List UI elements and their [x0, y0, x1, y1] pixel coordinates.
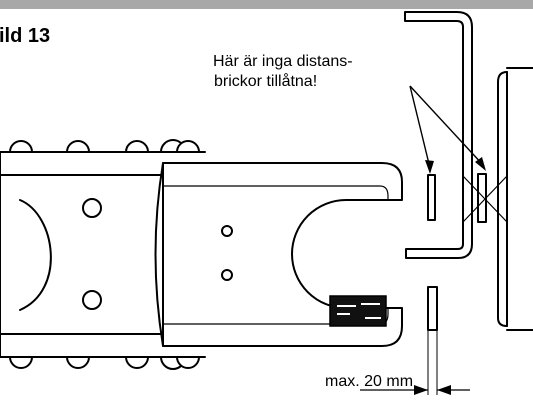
note-line-1: Här är inga distans-: [213, 53, 353, 70]
frame-hole: [82, 290, 102, 310]
cross-lines: [462, 175, 508, 223]
dimension-label: max. 20 mm: [325, 373, 413, 390]
leader-arrows: [409, 85, 486, 174]
bracket-hole: [221, 225, 233, 237]
u-channel: [404, 11, 473, 259]
bolt-heads-top: [9, 139, 200, 153]
frame-cutout-arc: [19, 199, 52, 311]
label-plate: [329, 295, 387, 327]
bracket-hole: [221, 269, 233, 281]
right-mounting-plate: [497, 67, 533, 331]
frame-hole: [82, 198, 102, 218]
header-bar: [0, 0, 533, 9]
spacer-slot-lower: [427, 286, 438, 331]
dimension-max-20mm: [360, 330, 470, 395]
figure-title: ild 13: [0, 25, 50, 47]
spacer-slot-upper: [427, 174, 436, 221]
note-line-2: brickor tillåtna!: [214, 72, 317, 90]
fork-bracket: [154, 162, 403, 347]
bolt-heads-bottom: [9, 356, 200, 370]
